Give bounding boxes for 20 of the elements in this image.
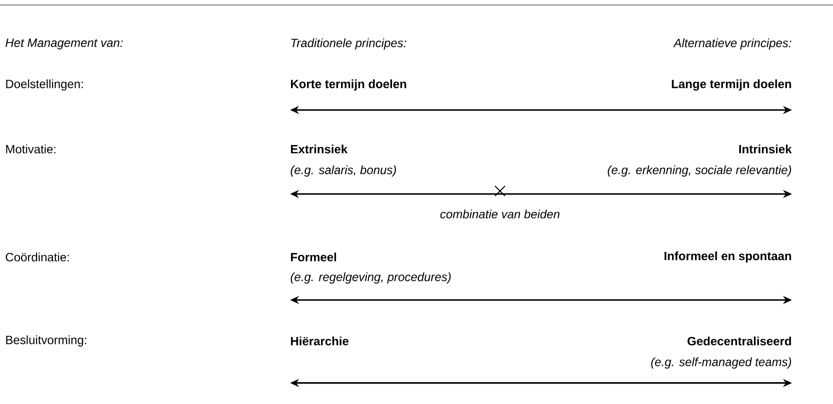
example-text: (e.g. self-managed teams) bbox=[651, 357, 792, 369]
example-text: (e.g. regelgeving, procedures) bbox=[290, 272, 451, 284]
pole-label: Intrinsiek bbox=[739, 144, 792, 154]
pole-label: Informeel en spontaan bbox=[664, 251, 792, 263]
pole-label: Hiërarchie bbox=[291, 336, 348, 346]
pole-label: Korte termijn doelen bbox=[291, 79, 406, 91]
pole-label: Extrinsiek bbox=[291, 144, 348, 154]
pole-label: Gedecentraliseerd bbox=[688, 336, 791, 346]
pole-label: Lange termijn doelen bbox=[672, 79, 792, 91]
pole-label: Formeel bbox=[291, 252, 336, 262]
row-label: Doelstellingen: bbox=[6, 79, 83, 91]
example-text: (e.g. salaris, bonus) bbox=[290, 165, 396, 177]
column-heading: Traditionele principes: bbox=[291, 38, 406, 50]
example-text: (e.g. erkenning, sociale relevantie) bbox=[608, 165, 792, 177]
row-label: Motivatie: bbox=[6, 144, 56, 154]
column-heading: Het Management van: bbox=[6, 38, 123, 50]
row-label: Besluitvorming: bbox=[6, 335, 86, 347]
row-label: Coördinatie: bbox=[6, 252, 69, 262]
marker-label: combinatie van beiden bbox=[440, 210, 560, 218]
column-heading: Alternatieve principes: bbox=[673, 38, 792, 50]
